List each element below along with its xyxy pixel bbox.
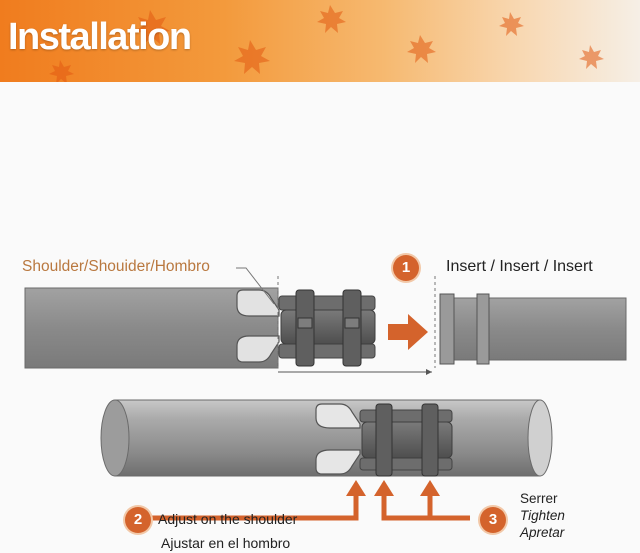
installation-diagram: [24, 267, 627, 521]
flat-handle-part: [24, 276, 432, 375]
adjust-label-es: Ajustar en el hombro: [161, 535, 291, 551]
step-2-badge: 2: [125, 507, 151, 533]
adjust-label-en: Adjust on the shoulder: [158, 511, 298, 527]
receiving-sleeve: [439, 293, 627, 365]
tighten-label-en: Tighten: [520, 508, 565, 523]
insert-label: Insert / Insert / Insert: [446, 258, 593, 275]
tighten-label-es: Apretar: [520, 525, 565, 540]
assembled-tube: [100, 399, 553, 477]
clamp-assembly-bottom: [359, 403, 453, 477]
shoulder-label: Shoulder/Shouider/Hombro: [22, 258, 210, 275]
page-title: Installation: [8, 16, 192, 58]
autumn-leaves-decoration: [49, 5, 604, 82]
tighten-label-fr: Serrer: [520, 491, 558, 506]
tighten-arrows: [136, 494, 470, 521]
step-1-badge: 1: [393, 255, 419, 281]
step-3-badge: 3: [480, 507, 506, 533]
header-banner: Installation: [0, 0, 640, 82]
shoulder-tab-lower: [236, 335, 280, 363]
insert-arrow: [388, 314, 428, 350]
clamp-assembly-top: [278, 289, 376, 367]
